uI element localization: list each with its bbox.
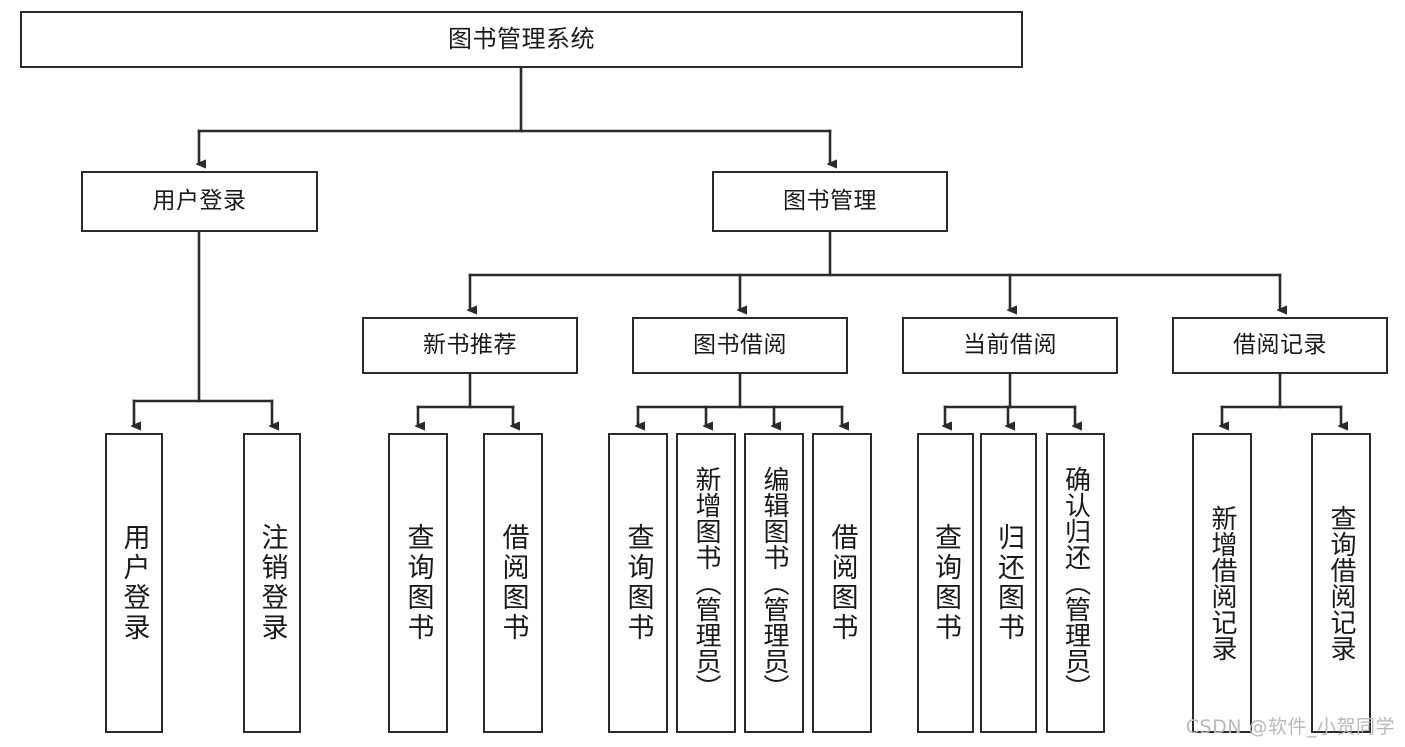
node-new-book-recommend[interactable]: 新书推荐	[362, 317, 578, 374]
leaf-user-login[interactable]: 用户登录	[105, 433, 163, 733]
leaf-confirm-return-admin[interactable]: 确认归还（管理员）	[1046, 433, 1105, 733]
leaf-confirm-return-admin-label: 确认归还（管理员）	[1060, 466, 1091, 700]
leaf-query-borrow-record[interactable]: 查询借阅记录	[1311, 433, 1371, 733]
leaf-add-book-admin-label: 新增图书（管理员）	[691, 466, 721, 700]
leaf-query-book-current[interactable]: 查询图书	[917, 433, 974, 733]
node-borrow-record-label: 借阅记录	[1233, 331, 1327, 358]
node-current-borrow-label: 当前借阅	[963, 331, 1057, 358]
leaf-edit-book-admin-label: 编辑图书（管理员）	[759, 466, 789, 700]
csdn-watermark: CSDN @软件_小贺同学	[1185, 716, 1395, 738]
node-root-label: 图书管理系统	[448, 25, 595, 54]
leaf-query-book-borrow[interactable]: 查询图书	[608, 433, 668, 733]
leaf-query-borrow-record-label: 查询借阅记录	[1326, 505, 1356, 661]
leaf-borrow-book-label: 借阅图书	[826, 523, 858, 643]
leaf-borrow-book-recommend[interactable]: 借阅图书	[483, 433, 543, 733]
node-book-management-label: 图书管理	[783, 187, 877, 214]
leaf-borrow-book[interactable]: 借阅图书	[812, 433, 872, 733]
leaf-return-book-label: 归还图书	[993, 523, 1024, 643]
leaf-add-book-admin[interactable]: 新增图书（管理员）	[676, 433, 736, 733]
node-new-book-recommend-label: 新书推荐	[423, 331, 517, 358]
leaf-logout-label: 注销登录	[256, 523, 288, 643]
node-user-login[interactable]: 用户登录	[81, 171, 318, 232]
leaf-add-borrow-record[interactable]: 新增借阅记录	[1192, 433, 1252, 733]
leaf-query-book-current-label: 查询图书	[930, 523, 961, 643]
node-book-borrow-label: 图书借阅	[693, 331, 787, 358]
node-book-management[interactable]: 图书管理	[712, 171, 948, 232]
leaf-query-book-borrow-label: 查询图书	[622, 523, 654, 643]
node-book-borrow[interactable]: 图书借阅	[632, 317, 848, 374]
node-current-borrow[interactable]: 当前借阅	[902, 317, 1118, 374]
leaf-add-borrow-record-label: 新增借阅记录	[1207, 505, 1237, 661]
leaf-borrow-book-recommend-label: 借阅图书	[497, 523, 529, 643]
node-borrow-record[interactable]: 借阅记录	[1172, 317, 1388, 374]
leaf-edit-book-admin[interactable]: 编辑图书（管理员）	[744, 433, 804, 733]
node-user-login-label: 用户登录	[152, 187, 247, 214]
leaf-query-book-recommend[interactable]: 查询图书	[388, 433, 448, 733]
leaf-return-book[interactable]: 归还图书	[980, 433, 1037, 733]
leaf-query-book-recommend-label: 查询图书	[402, 523, 434, 643]
leaf-logout[interactable]: 注销登录	[243, 433, 301, 733]
node-root[interactable]: 图书管理系统	[20, 11, 1023, 68]
leaf-user-login-label: 用户登录	[118, 523, 150, 643]
